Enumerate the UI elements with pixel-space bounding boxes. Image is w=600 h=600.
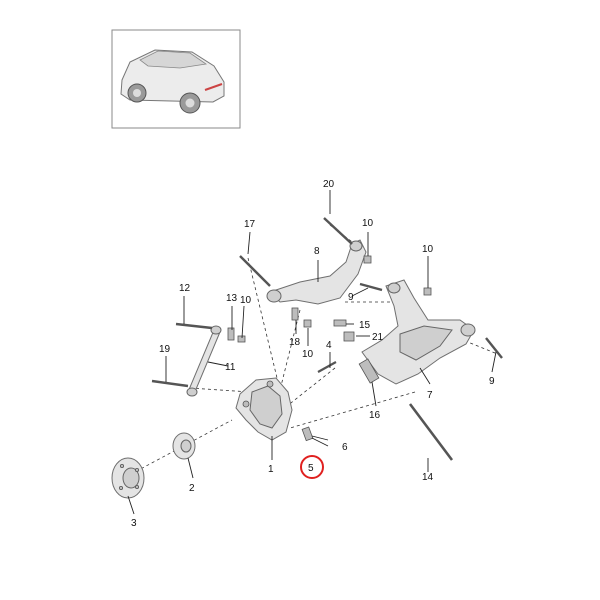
carrier-bolt-part[interactable] [301,426,329,442]
callout-16[interactable]: 16 [369,410,381,421]
callout-3[interactable]: 3 [131,518,137,529]
bolt-18-part[interactable] [291,307,299,321]
bolt-15-part[interactable] [333,319,347,327]
bolt-16-part[interactable] [358,358,380,384]
upper-control-arm-part[interactable] [266,239,367,305]
callout-6[interactable]: 6 [342,442,348,453]
wheel-hub-part[interactable] [111,457,145,499]
bolt-17-part[interactable] [239,255,271,287]
callout-labels: 1 2 3 4 5 6 7 8 9 9 10 10 10 10 11 12 13… [131,179,495,529]
track-rod-part[interactable] [186,325,222,397]
bolt-19-part[interactable] [151,379,189,388]
callout-8[interactable]: 8 [314,246,320,257]
callout-13[interactable]: 13 [226,293,238,304]
bolt-9-upper-part[interactable] [359,282,383,292]
car-icon [120,49,225,114]
nut-10-part[interactable] [303,255,432,328]
callout-10-right[interactable]: 10 [422,244,434,255]
callout-4[interactable]: 4 [326,340,332,351]
callout-11[interactable]: 11 [225,362,236,373]
callout-9-upper[interactable]: 9 [348,292,354,303]
bolt-9-lower-part[interactable] [485,337,503,359]
callout-15[interactable]: 15 [359,320,371,331]
bushing-21-part[interactable] [343,331,355,342]
toe-link-rod-part[interactable] [408,403,454,461]
callout-7[interactable]: 7 [427,390,433,401]
callout-10-top[interactable]: 10 [362,218,374,229]
bolt-13-part[interactable] [227,327,246,343]
wheel-carrier-part[interactable] [235,377,293,441]
lower-wishbone-part[interactable] [361,279,476,385]
leader-lines [127,190,497,515]
callout-14[interactable]: 14 [422,472,434,483]
callout-5[interactable]: 5 [308,463,314,474]
bolt-12-part[interactable] [175,322,213,330]
highlight-ring [300,455,324,479]
callout-10-left[interactable]: 10 [240,295,252,306]
callout-10-mid[interactable]: 10 [302,349,314,360]
callout-9-lower[interactable]: 9 [489,376,495,387]
vehicle-thumbnail[interactable] [111,29,241,129]
callout-2[interactable]: 2 [189,483,195,494]
wheel-bearing-part[interactable] [172,432,196,460]
bolt-4-part[interactable] [317,361,337,373]
callout-18[interactable]: 18 [289,337,301,348]
callout-21[interactable]: 21 [372,332,384,343]
bolt-20-part[interactable] [323,217,353,245]
callout-12[interactable]: 12 [179,283,191,294]
callout-17[interactable]: 17 [244,219,256,230]
callout-1[interactable]: 1 [268,464,274,475]
callout-20[interactable]: 20 [323,179,335,190]
callout-19[interactable]: 19 [159,344,171,355]
